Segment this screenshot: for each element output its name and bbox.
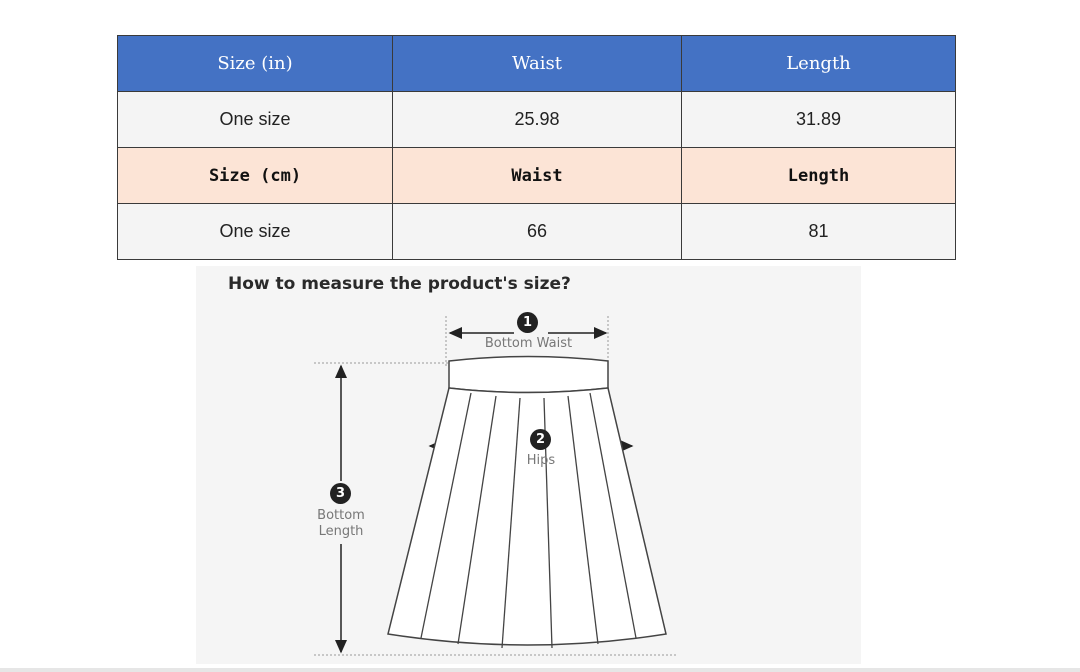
size-value-in: One size (117, 91, 393, 148)
skirt-diagram (314, 316, 676, 656)
length-value-in: 31.89 (681, 91, 956, 148)
header-length-in: Length (681, 35, 956, 92)
guide-title: How to measure the product's size? (228, 274, 571, 294)
waist-value-cm: 66 (392, 203, 682, 260)
size-chart-table: Size (in) Waist Length One size 25.98 31… (117, 35, 956, 260)
bottom-length-label: Bottom Length (317, 508, 365, 539)
length-value-cm: 81 (681, 203, 956, 260)
bottom-edge-strip (0, 668, 1080, 672)
measure-number-1: 1 (517, 312, 538, 333)
inch-header-row: Size (in) Waist Length (117, 35, 956, 92)
cm-value-row: One size 66 81 (117, 203, 956, 260)
measure-number-3: 3 (330, 483, 351, 504)
inch-value-row: One size 25.98 31.89 (117, 91, 956, 148)
measurement-guide: How to measure the product's size? (196, 266, 861, 664)
header-waist-cm: Waist (392, 147, 682, 204)
header-length-cm: Length (681, 147, 956, 204)
cm-header-row: Size (cm) Waist Length (117, 147, 956, 204)
bottom-waist-label: Bottom Waist (484, 336, 573, 351)
waist-value-in: 25.98 (392, 91, 682, 148)
header-size-cm: Size (cm) (117, 147, 393, 204)
size-value-cm: One size (117, 203, 393, 260)
measure-number-2: 2 (530, 429, 551, 450)
hips-label: Hips (526, 453, 556, 468)
header-waist-in: Waist (392, 35, 682, 92)
header-size-in: Size (in) (117, 35, 393, 92)
